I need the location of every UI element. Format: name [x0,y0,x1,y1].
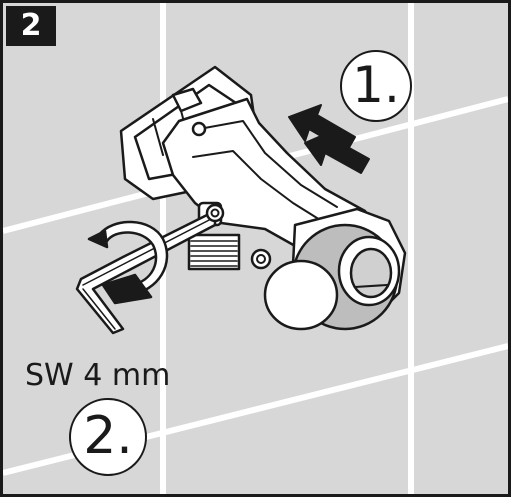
wrench-size-label: SW 4 mm [25,358,171,393]
step-one-label: 1. [340,50,412,122]
end-cap [263,259,339,331]
cylinder-outlet [349,247,393,299]
step-two-label: 2. [69,398,147,476]
step-number-badge: 2 [6,6,56,46]
double-arrow-icon [288,104,370,174]
mounting-strap [171,87,203,113]
rotate-arrow-lower [101,273,153,305]
mixer-body-ridge [198,120,338,208]
hex-key-icon [75,209,217,335]
body-screw [191,121,207,137]
side-screw [250,248,272,270]
mixer-assembly-illustration [75,65,407,335]
threaded-connector [187,233,241,271]
